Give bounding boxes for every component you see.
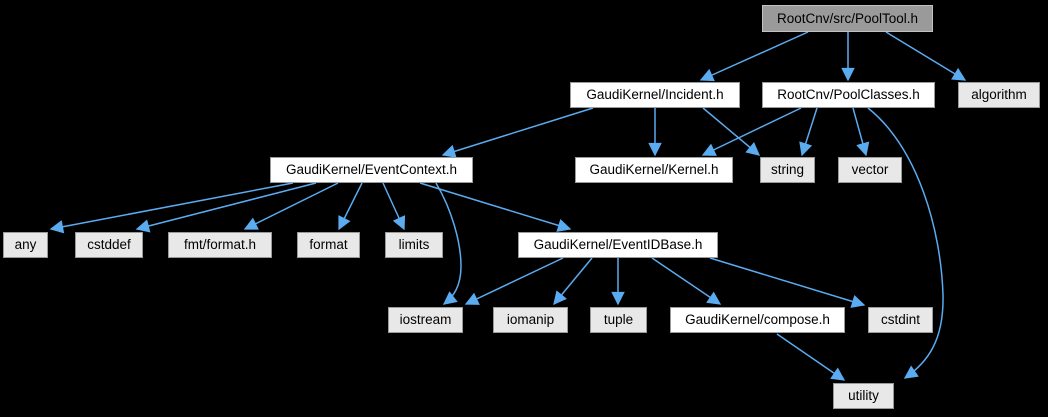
edge-eventcontext-iostream	[435, 182, 462, 305]
node-algorithm: algorithm	[958, 82, 1040, 108]
node-gaudikernel-kernel-h[interactable]: GaudiKernel/Kernel.h	[575, 157, 733, 183]
edge-eventcontext-eventidbase	[419, 182, 572, 232]
edge-eventcontext-format	[338, 182, 363, 231]
node-gaudikernel-compose-h[interactable]: GaudiKernel/compose.h	[670, 307, 845, 333]
edge-eventidbase-iostream	[464, 257, 564, 305]
node-limits: limits	[385, 232, 443, 258]
edge-poolclasses-vector	[852, 107, 870, 157]
edge-eventidbase-cstdint	[709, 257, 866, 308]
node-format: format	[297, 232, 360, 258]
node-any: any	[3, 232, 48, 258]
edge-incident-string	[702, 107, 761, 156]
node-iostream: iostream	[388, 307, 463, 333]
edge-incident-eventcontext	[441, 107, 594, 158]
node-rootcnv-poolclasses-h[interactable]: RootCnv/PoolClasses.h	[762, 82, 935, 108]
node-gaudikernel-eventidbase-h[interactable]: GaudiKernel/EventIDBase.h	[518, 232, 718, 258]
edge-poolclasses-kernel	[701, 107, 802, 156]
node-iomanip: iomanip	[493, 307, 568, 333]
edge-eventcontext-cstddef	[135, 182, 317, 233]
edge-eventcontext-limits	[382, 182, 406, 231]
edge-compose-utility	[776, 333, 846, 381]
edge-poolclasses-string	[799, 107, 818, 157]
edge-pooltool-algorithm	[885, 31, 967, 81]
node-utility: utility	[833, 383, 894, 409]
node-cstdint: cstdint	[868, 307, 933, 333]
edge-eventcontext-fmtformat	[243, 182, 339, 230]
edge-eventidbase-iomanip	[553, 257, 593, 306]
node-rootcnv-src-pooltool-h: RootCnv/src/PoolTool.h	[762, 5, 933, 32]
edge-poolclasses-utility	[867, 107, 944, 379]
node-tuple: tuple	[590, 307, 647, 333]
edge-eventidbase-compose	[651, 257, 722, 305]
edge-pooltool-incident	[699, 31, 809, 82]
node-gaudikernel-incident-h[interactable]: GaudiKernel/Incident.h	[570, 82, 740, 108]
node-gaudikernel-eventcontext-h[interactable]: GaudiKernel/EventContext.h	[270, 157, 473, 183]
node-vector: vector	[838, 157, 902, 183]
node-string: string	[760, 157, 815, 183]
node-cstddef: cstddef	[75, 232, 143, 258]
edge-eventcontext-any	[49, 182, 294, 234]
node-fmt-format-h: fmt/format.h	[168, 232, 272, 258]
